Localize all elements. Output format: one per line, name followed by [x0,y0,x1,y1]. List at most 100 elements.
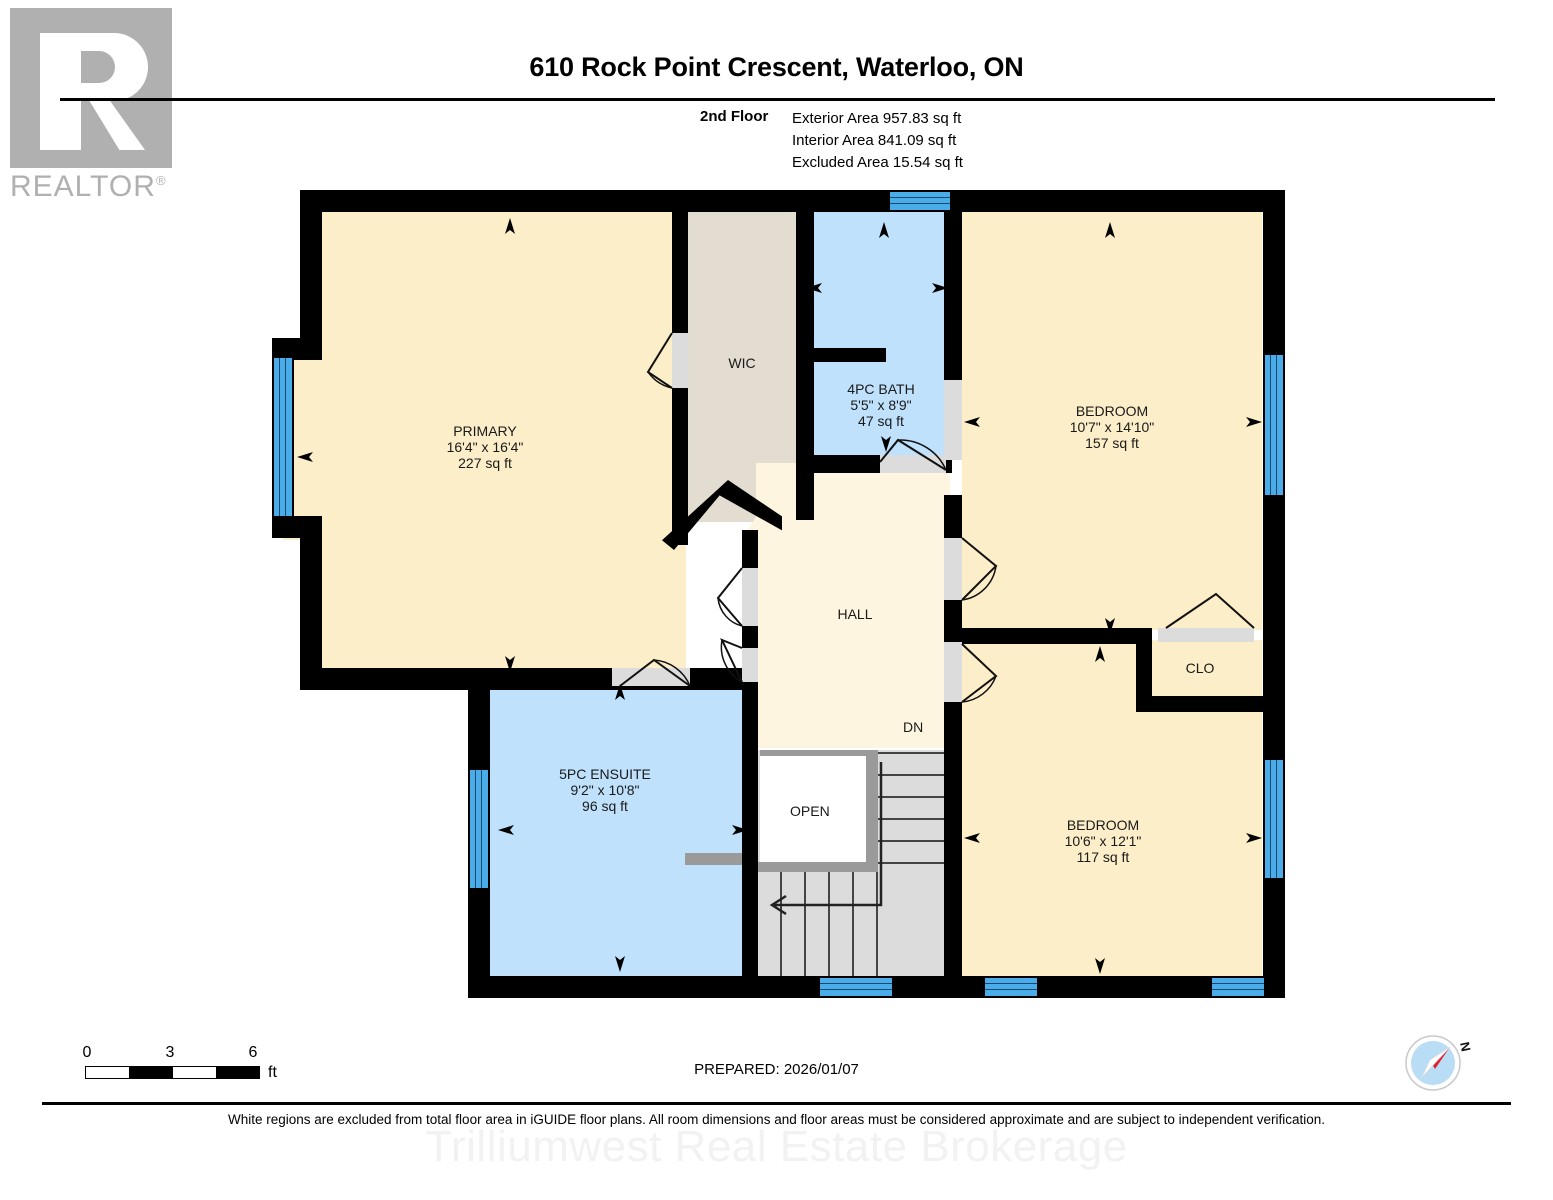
stair-tread [780,872,782,985]
title-divider [60,98,1495,101]
room-area: 157 sq ft [1085,435,1139,451]
door-opening-bedroom-ne [944,538,962,600]
stair-tread [878,796,950,798]
stair-direction-arrow [769,762,883,916]
room-name: BEDROOM [1075,403,1149,419]
room-name: WIC [728,355,756,371]
room-name: 5PC ENSUITE [559,766,651,782]
wall-hall-right-lower [944,700,962,990]
room-fill-hall [756,463,950,748]
stair-rail-right [866,750,878,868]
room-dims: 16'4" x 16'4" [446,439,524,455]
stair-tread [878,774,950,776]
prepared-date: PREPARED: 2026/01/07 [694,1061,859,1078]
open-well-label: OPEN [790,803,830,819]
scale-segment [129,1067,173,1078]
door-opening-wic [672,333,688,388]
wall-clo-left [1136,628,1152,712]
room-label-5pc-ensuite: 5PC ENSUITE 9'2" x 10'8" 96 sq ft [540,766,670,814]
window-primary-west [274,358,292,516]
stair-tread [878,752,950,754]
logo-r-stem [40,33,81,150]
stair-tread [878,862,950,864]
room-fill-4pc-bath [812,200,950,463]
window-bedroom-se-east [1265,760,1283,878]
stair-tread [804,872,806,985]
wall-hall-left-lower [742,680,758,985]
scale-unit-label: ft [268,1064,277,1081]
footer-divider [42,1102,1511,1105]
wall-hall-left-upper [742,530,758,570]
door-opening-hall-primary-a [742,568,758,626]
room-name: 4PC BATH [847,381,915,397]
window-bedroom-se-south-left [985,978,1037,996]
window-stairs-south [820,978,892,996]
area-list: Exterior Area 957.83 sq ft Interior Area… [792,108,963,174]
stair-tread [852,872,854,985]
door-opening-clo [1158,628,1254,642]
room-name: BEDROOM [1066,817,1140,833]
compass-rose: N [1397,1027,1479,1099]
window-ensuite-west [470,770,488,888]
scale-bar: 0 3 6 [82,1044,260,1079]
room-name: PRIMARY [453,423,517,439]
room-area: 47 sq ft [858,413,904,429]
stair-tread [878,818,950,820]
scale-ticks: 0 3 6 [82,1044,260,1064]
room-area: 117 sq ft [1076,849,1130,865]
stair-open-well [760,756,866,862]
window-bedroom-se-south-right [1212,978,1264,996]
scale-tick: 3 [165,1044,175,1061]
wall-exterior-left-upper [300,190,322,338]
room-area: 96 sq ft [582,798,628,814]
wall-wic-bath [796,200,814,520]
wall-hall-right-upper [944,600,962,644]
floor-label: 2nd Floor [700,108,769,125]
logo-r-bowl-counter [81,51,115,83]
stairs-down-label: DN [903,719,924,735]
room-dims: 9'2" x 10'8" [570,782,640,798]
floor-summary: 2nd Floor Exterior Area 957.83 sq ft Int… [700,108,963,174]
room-label-hall: HALL [805,606,905,622]
room-area: 227 sq ft [458,455,512,471]
room-dims: 5'5" x 8'9" [850,397,912,413]
scale-bar-graphic [85,1066,260,1079]
window-bath-north [890,192,950,210]
registered-mark: ® [155,173,167,188]
door-opening-bath-side [944,380,962,460]
room-label-bedroom-ne: BEDROOM 10'7" x 14'10" 157 sq ft [1052,403,1172,451]
scale-tick: 0 [82,1044,92,1061]
room-name: HALL [837,606,873,622]
realtor-wordmark: REALTOR® [10,170,167,204]
page-title: 610 Rock Point Crescent, Waterloo, ON [529,52,1024,82]
room-dims: 10'7" x 14'10" [1069,419,1155,435]
wall-hall-left-mid [742,625,758,650]
wall-clo-bottom [1136,696,1276,712]
wall-exterior-left-lower [300,516,322,690]
room-name: CLO [1185,660,1215,676]
realtor-wordmark-text: REALTOR [10,170,156,203]
stair-rail-bottom [756,862,878,872]
wall-exterior-top [300,190,1285,212]
exterior-area: Exterior Area 957.83 sq ft [792,110,962,127]
room-fill-bedroom-ne [962,200,1262,630]
compass-north-label: N [1457,1041,1474,1053]
realtor-logo: REALTOR® [10,8,180,203]
wall-bath-stub [814,348,886,362]
window-bedroom-ne-east [1265,355,1283,495]
stair-tread [878,840,950,842]
room-dims: 10'6" x 12'1" [1064,833,1142,849]
room-label-clo: CLO [1155,660,1245,676]
stair-rail-top [760,750,878,756]
room-label-wic: WIC [692,355,792,371]
scale-segment [172,1067,216,1078]
scale-tick: 6 [248,1044,258,1061]
stair-tread [876,872,878,985]
room-label-bedroom-se: BEDROOM 10'6" x 12'1" 117 sq ft [1043,817,1163,865]
stair-tread [828,872,830,985]
wall-bedroom-ne-bottom [962,628,1152,644]
